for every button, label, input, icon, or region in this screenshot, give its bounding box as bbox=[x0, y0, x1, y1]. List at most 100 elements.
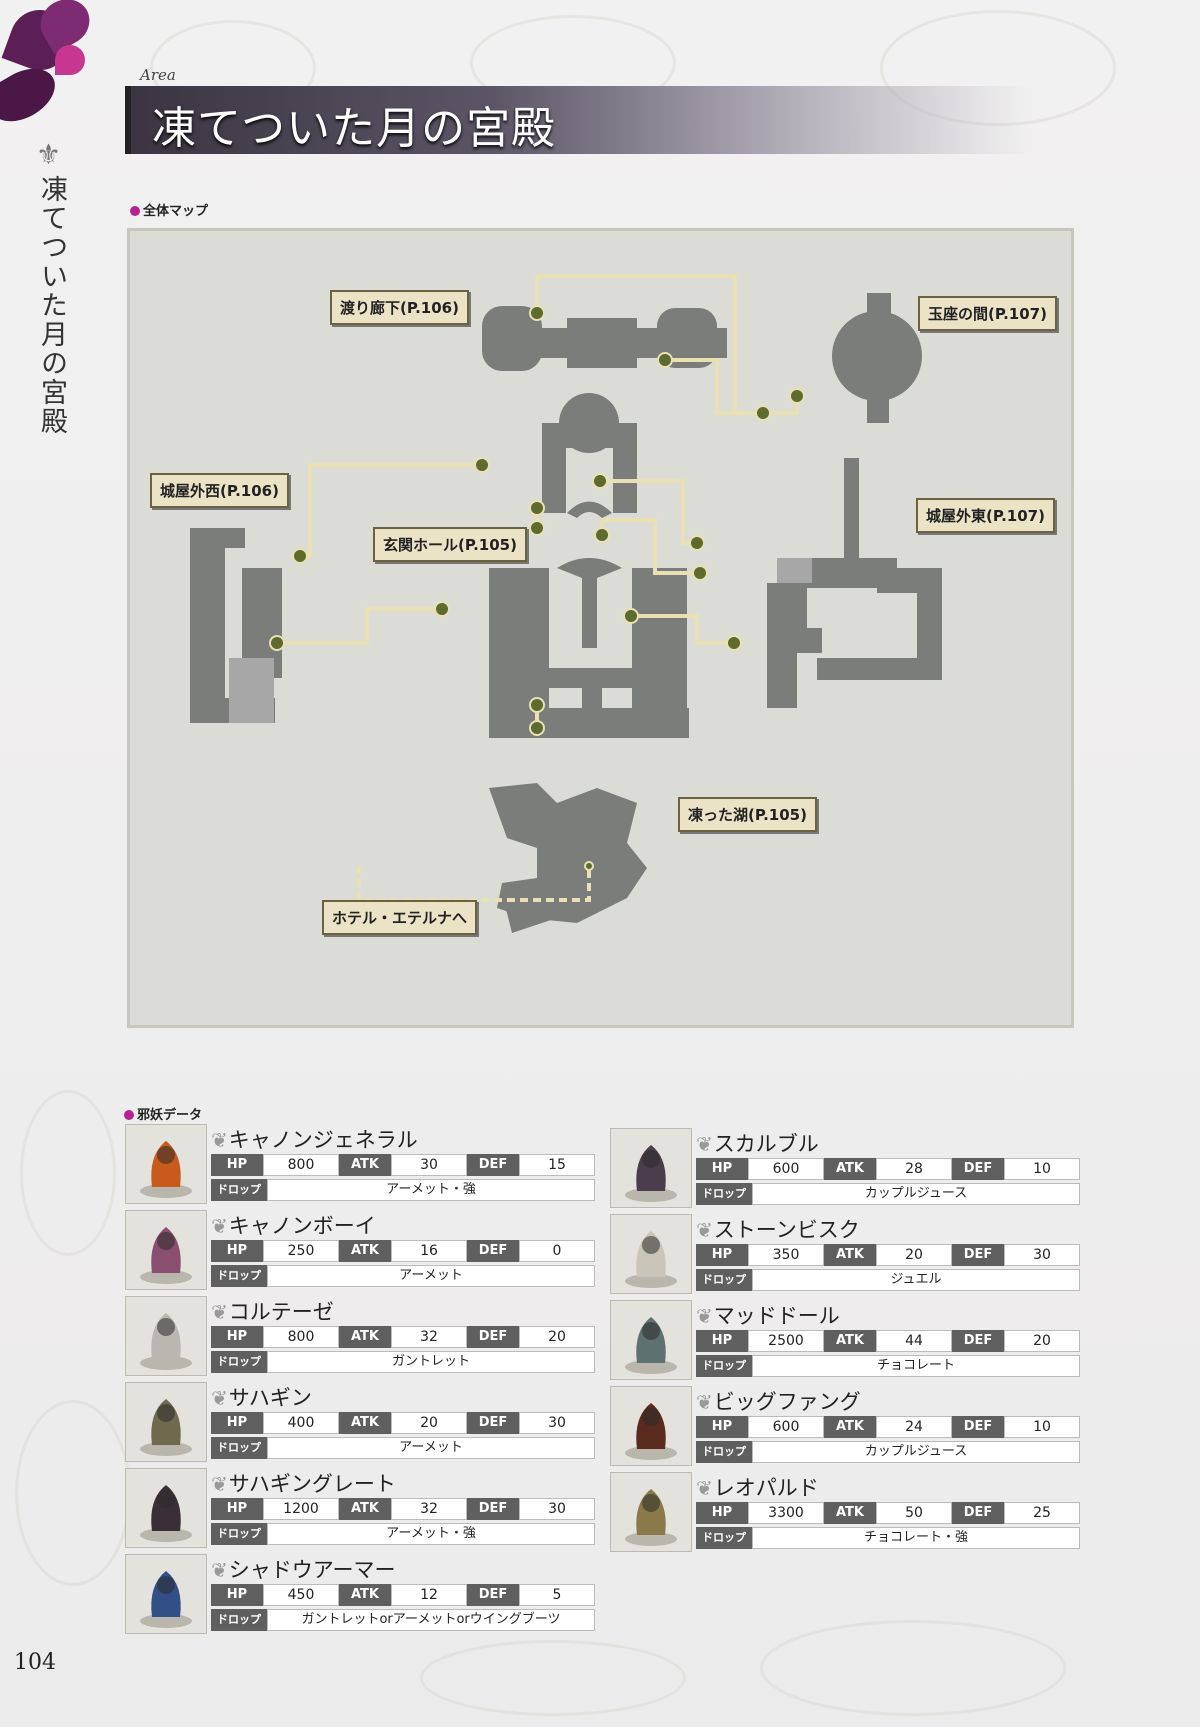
hp-value: 400 bbox=[263, 1412, 339, 1434]
atk-label: ATK bbox=[824, 1502, 876, 1524]
def-label: DEF bbox=[467, 1584, 519, 1606]
atk-label: ATK bbox=[824, 1244, 876, 1266]
def-label: DEF bbox=[467, 1154, 519, 1176]
monster-name: ❦コルテーゼ bbox=[211, 1296, 334, 1326]
title-banner bbox=[125, 86, 1031, 154]
monster-name: ❦シャドウアーマー bbox=[211, 1554, 396, 1584]
drop-value: チョコレート・強 bbox=[752, 1527, 1080, 1549]
def-label: DEF bbox=[467, 1412, 519, 1434]
page-title: 凍てついた月の宮殿 bbox=[152, 103, 557, 154]
monster-name: ❦ビッグファング bbox=[696, 1386, 861, 1416]
monster-name: ❦サハギングレート bbox=[211, 1468, 396, 1498]
drop-label: ドロップ bbox=[696, 1355, 752, 1377]
drop-label: ドロップ bbox=[211, 1351, 267, 1373]
drop-label: ドロップ bbox=[211, 1265, 267, 1287]
def-value: 30 bbox=[519, 1412, 595, 1434]
hp-label: HP bbox=[211, 1240, 263, 1262]
monster-name-text: サハギン bbox=[228, 1386, 312, 1410]
section-label-map: 全体マップ bbox=[130, 200, 208, 219]
monster-name: ❦レオパルド bbox=[696, 1472, 819, 1502]
drop-label: ドロップ bbox=[211, 1609, 267, 1631]
atk-label: ATK bbox=[339, 1240, 391, 1262]
drop-value: ジュエル bbox=[752, 1269, 1080, 1291]
monster-name-text: キャノンボーイ bbox=[228, 1214, 376, 1238]
hp-value: 350 bbox=[748, 1244, 824, 1266]
def-value: 20 bbox=[519, 1326, 595, 1348]
atk-value: 16 bbox=[391, 1240, 467, 1262]
monster-portrait bbox=[610, 1472, 692, 1552]
monster-name-text: スカルブル bbox=[713, 1132, 819, 1156]
def-value: 15 bbox=[519, 1154, 595, 1176]
bullet-icon bbox=[124, 1110, 134, 1120]
def-label: DEF bbox=[952, 1158, 1004, 1180]
drop-value: アーメット bbox=[267, 1437, 595, 1459]
def-value: 20 bbox=[1004, 1330, 1080, 1352]
atk-value: 30 bbox=[391, 1154, 467, 1176]
monster-drop: ドロップガントレット bbox=[211, 1351, 595, 1373]
monster-drop: ドロップカップルジュース bbox=[696, 1441, 1080, 1463]
monster-name: ❦ストーンビスク bbox=[696, 1214, 860, 1244]
hp-value: 800 bbox=[263, 1326, 339, 1348]
monster-name-text: ストーンビスク bbox=[713, 1218, 860, 1242]
drop-label: ドロップ bbox=[696, 1269, 752, 1291]
atk-value: 50 bbox=[876, 1502, 952, 1524]
def-label: DEF bbox=[467, 1498, 519, 1520]
map-drawing bbox=[190, 274, 942, 933]
leaf-ornament-icon: ❦ bbox=[696, 1390, 713, 1414]
bullet-icon bbox=[130, 206, 140, 216]
atk-value: 12 bbox=[391, 1584, 467, 1606]
leaf-ornament-icon: ❦ bbox=[696, 1476, 713, 1500]
drop-value: ガントレットorアーメットorウイングブーツ bbox=[267, 1609, 595, 1631]
hp-value: 450 bbox=[263, 1584, 339, 1606]
def-value: 25 bbox=[1004, 1502, 1080, 1524]
def-value: 10 bbox=[1004, 1416, 1080, 1438]
def-value: 10 bbox=[1004, 1158, 1080, 1180]
hp-value: 2500 bbox=[748, 1330, 824, 1352]
def-label: DEF bbox=[467, 1326, 519, 1348]
leaf-ornament-icon: ❦ bbox=[696, 1218, 713, 1242]
monster-name-text: キャノンジェネラル bbox=[228, 1128, 418, 1152]
atk-value: 24 bbox=[876, 1416, 952, 1438]
map-label-joya-west: 城屋外西(P.106) bbox=[150, 473, 289, 508]
atk-value: 28 bbox=[876, 1158, 952, 1180]
drop-value: アーメット bbox=[267, 1265, 595, 1287]
monster-portrait bbox=[610, 1386, 692, 1466]
monster-name: ❦キャノンジェネラル bbox=[211, 1124, 418, 1154]
def-label: DEF bbox=[952, 1244, 1004, 1266]
def-value: 30 bbox=[519, 1498, 595, 1520]
monster-drop: ドロップアーメット・強 bbox=[211, 1179, 595, 1201]
hp-label: HP bbox=[696, 1416, 748, 1438]
atk-value: 32 bbox=[391, 1326, 467, 1348]
monster-drop: ドロップアーメット bbox=[211, 1437, 595, 1459]
leaf-ornament-icon: ❦ bbox=[211, 1128, 228, 1152]
leaf-ornament-icon: ❦ bbox=[211, 1300, 228, 1324]
drop-value: チョコレート bbox=[752, 1355, 1080, 1377]
monster-name: ❦スカルブル bbox=[696, 1128, 819, 1158]
monster-drop: ドロップアーメット bbox=[211, 1265, 595, 1287]
atk-value: 20 bbox=[876, 1244, 952, 1266]
ornament-swirl bbox=[420, 1640, 686, 1716]
hp-label: HP bbox=[211, 1154, 263, 1176]
hp-label: HP bbox=[211, 1326, 263, 1348]
leaf-ornament-icon: ❦ bbox=[211, 1386, 228, 1410]
drop-label: ドロップ bbox=[211, 1523, 267, 1545]
drop-label: ドロップ bbox=[211, 1179, 267, 1201]
monster-portrait bbox=[610, 1300, 692, 1380]
fleur-de-lis-icon: ⚜ bbox=[36, 138, 62, 171]
